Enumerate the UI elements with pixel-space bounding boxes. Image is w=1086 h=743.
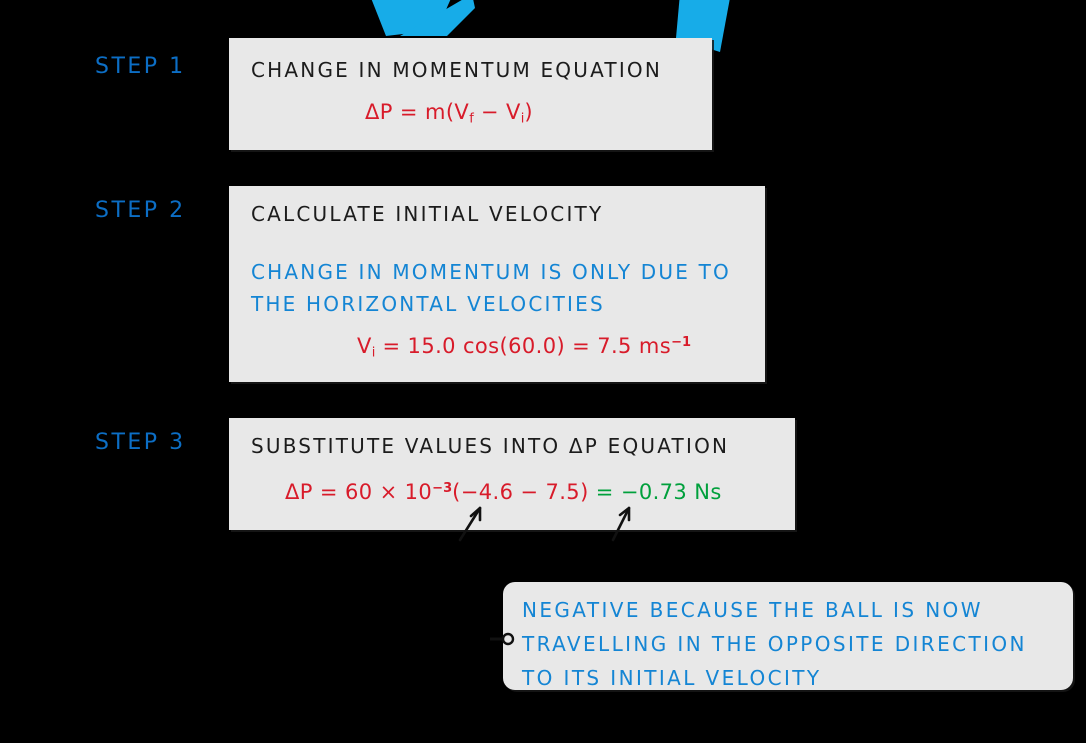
step-2-note: CHANGE IN MOMENTUM IS ONLY DUE TO THE HO…: [251, 256, 731, 320]
step-3-eq-green-answer: = −0.73 Ns: [588, 480, 722, 504]
callout-line-3: TO ITS INITIAL VELOCITY: [522, 666, 822, 690]
step-3-eq-red-part1: ΔP = 60 × 10: [285, 480, 433, 504]
step-1-title: CHANGE IN MOMENTUM EQUATION: [251, 58, 663, 82]
step-1-eq-mid: − V: [473, 100, 521, 124]
step-3-title: SUBSTITUTE VALUES INTO ΔP EQUATION: [251, 434, 730, 458]
step-2-label: STEP 2: [95, 198, 186, 223]
step-2-eq-prefix: V: [357, 334, 372, 358]
decor-shape-left-triangle: [400, 0, 475, 36]
step-2-panel: CALCULATE INITIAL VELOCITY CHANGE IN MOM…: [229, 186, 765, 382]
step-3-panel: SUBSTITUTE VALUES INTO ΔP EQUATION ΔP = …: [229, 418, 795, 530]
step-1-eq-suffix: ): [524, 100, 533, 124]
step-3-equation: ΔP = 60 × 10−3(−4.6 − 7.5) = −0.73 Ns: [285, 480, 722, 504]
step-2-eq-sub-i: i: [371, 345, 376, 361]
step-1-equation: ΔP = m(Vf − Vi): [365, 100, 533, 127]
step-1-panel: CHANGE IN MOMENTUM EQUATION ΔP = m(Vf − …: [229, 38, 712, 150]
step-2-eq-mid: = 15.0 cos(60.0) = 7.5 ms: [375, 334, 672, 358]
step-2-title: CALCULATE INITIAL VELOCITY: [251, 202, 604, 226]
step-3-eq-red-part2: (−4.6 − 7.5): [452, 480, 589, 504]
explanation-callout: NEGATIVE BECAUSE THE BALL IS NOW TRAVELL…: [503, 582, 1073, 690]
step-1-label: STEP 1: [95, 54, 186, 79]
step-1-eq-prefix: ΔP = m(V: [365, 100, 470, 124]
step-1-eq-sub-i: i: [520, 111, 525, 127]
step-2-note-line-2: THE HORIZONTAL VELOCITIES: [251, 292, 605, 316]
decor-shape-left: [371, 0, 451, 36]
step-2-equation: Vi = 15.0 cos(60.0) = 7.5 ms−1: [357, 334, 691, 361]
callout-line-1: NEGATIVE BECAUSE THE BALL IS NOW: [522, 598, 983, 622]
step-3-eq-red-sup: −3: [432, 481, 453, 497]
step-1-eq-sub-f: f: [469, 111, 474, 127]
step-2-note-line-1: CHANGE IN MOMENTUM IS ONLY DUE TO: [251, 260, 731, 284]
callout-line-2: TRAVELLING IN THE OPPOSITE DIRECTION: [522, 632, 1027, 656]
step-3-label: STEP 3: [95, 430, 186, 455]
step-2-eq-sup: −1: [671, 335, 692, 351]
callout-text: NEGATIVE BECAUSE THE BALL IS NOW TRAVELL…: [522, 593, 1027, 695]
